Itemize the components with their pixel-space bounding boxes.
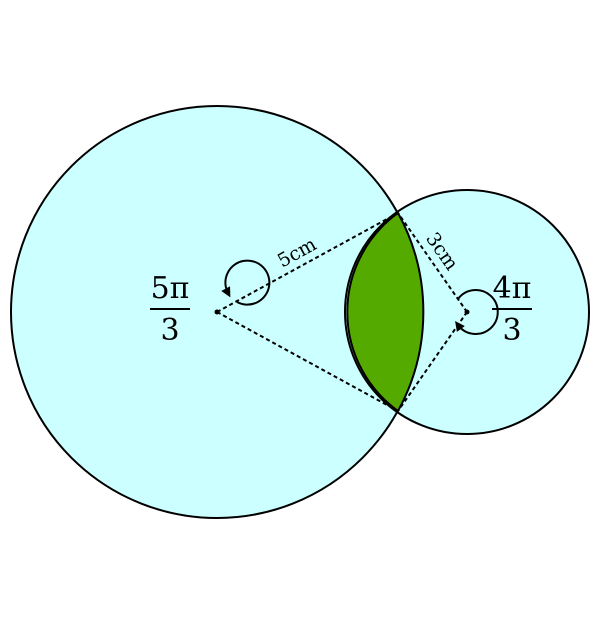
big-angle-fraction: 5π 3 — [150, 271, 190, 348]
small-center-point — [464, 309, 470, 315]
big-angle-denominator: 3 — [160, 313, 179, 348]
small-angle-numerator: 4π — [493, 271, 532, 306]
big-radius-lower — [216, 311, 399, 412]
big-angle-numerator: 5π — [151, 271, 190, 306]
small-angle-fraction: 4π 3 — [492, 271, 532, 348]
overlap-lens — [346, 211, 425, 413]
small-angle-arc — [455, 289, 499, 335]
big-radius-upper — [216, 212, 399, 313]
big-center-point — [214, 309, 220, 315]
small-angle-denominator: 3 — [502, 313, 521, 348]
small-radius-upper — [397, 212, 468, 313]
big-angle-arc — [221, 259, 271, 306]
small-radius-lower — [397, 311, 468, 412]
